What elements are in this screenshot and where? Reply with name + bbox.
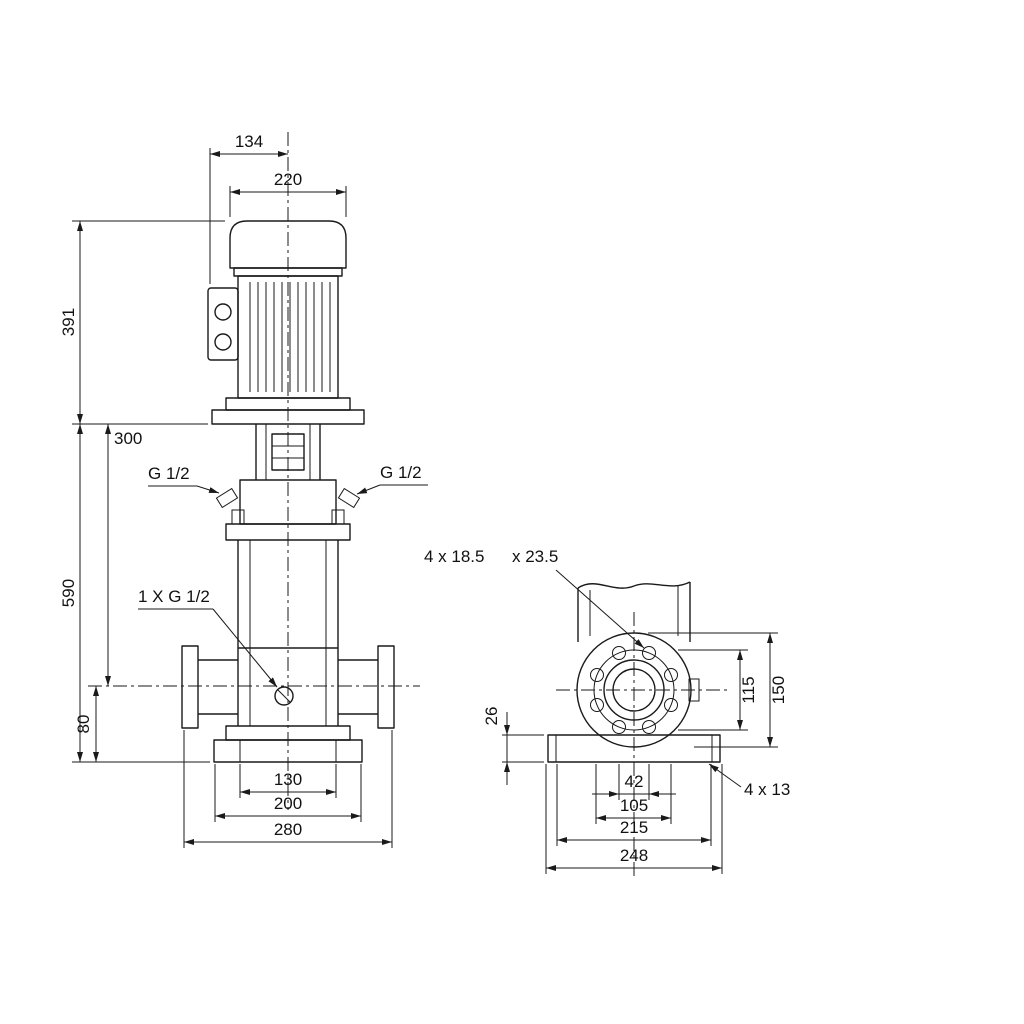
- dim-80-label: 80: [74, 715, 93, 734]
- chamber-stack: [237, 540, 339, 726]
- dim-391-label: 391: [59, 308, 78, 336]
- flange-holes-label-2: x 23.5: [512, 547, 558, 566]
- dim-134-label: 134: [235, 132, 263, 151]
- base-holes-label: 4 x 13: [744, 780, 790, 799]
- side-view: 4 x 18.5 x 23.5 26 115 150 42 105 215 24…: [424, 547, 790, 880]
- coupling-lantern: [255, 424, 321, 480]
- flange-right: [377, 645, 395, 729]
- dim-248-label: 248: [620, 846, 648, 865]
- cable-entry-lower: [214, 333, 232, 351]
- staybolt-nut-left: [231, 509, 245, 525]
- dim-42-label: 42: [625, 772, 644, 791]
- dim-130-label: 130: [274, 770, 302, 789]
- break-line: [577, 581, 691, 589]
- pump-head-flange: [225, 523, 351, 541]
- flange-outer-circle: [576, 632, 692, 748]
- dim-590-label: 590: [59, 579, 78, 607]
- centerlines-front: [88, 132, 420, 810]
- leader-base-holes: [708, 763, 742, 788]
- dim-150-label: 150: [769, 676, 788, 704]
- pump-base: [213, 725, 363, 763]
- raised-face-circle: [603, 659, 665, 721]
- vent-plug-right: [337, 487, 361, 509]
- leader-port-left: [196, 485, 220, 494]
- flange-left: [181, 645, 199, 729]
- leader-flange-holes: [555, 569, 645, 649]
- front-view: 134 220 391 300 590 80 130 200 280 G 1/2…: [59, 132, 428, 848]
- port-right-label: G 1/2: [380, 463, 422, 482]
- terminal-box: [207, 287, 239, 361]
- vent-plug-left: [215, 487, 239, 509]
- motor-stool-plate: [211, 409, 365, 425]
- bolt-circle: [593, 649, 675, 731]
- flange-face: [576, 632, 700, 748]
- motor: [207, 220, 365, 425]
- port-left-label: G 1/2: [148, 464, 190, 483]
- staybolt-nut-right: [331, 509, 345, 525]
- suction-discharge-flanges: [181, 645, 395, 729]
- shaft-coupling: [271, 433, 305, 471]
- gauge-tap: [688, 678, 700, 702]
- dim-215-label: 215: [620, 818, 648, 837]
- leader-drain-port: [212, 608, 278, 688]
- motor-fan-cover: [229, 220, 347, 269]
- drain-port-label: 1 X G 1/2: [138, 587, 210, 606]
- flange-bolt-holes: [590, 646, 678, 734]
- pump-body-side: [577, 581, 691, 642]
- dim-220-label: 220: [274, 170, 302, 189]
- base-plate-front: [213, 739, 363, 763]
- dim-280-label: 280: [274, 820, 302, 839]
- cable-entry-upper: [214, 303, 232, 321]
- leader-port-right: [356, 484, 381, 495]
- dimensions-side: 4 x 18.5 x 23.5 26 115 150 42 105 215 24…: [424, 547, 790, 874]
- bore-circle: [612, 668, 656, 712]
- drain-plug: [274, 686, 294, 706]
- dim-300-label: 300: [114, 429, 142, 448]
- flange-holes-label-1: 4 x 18.5: [424, 547, 485, 566]
- dim-105-label: 105: [620, 796, 648, 815]
- dimensions-front: 134 220 391 300 590 80 130 200 280 G 1/2…: [59, 132, 428, 848]
- dim-115-label: 115: [739, 676, 758, 703]
- dim-200-label: 200: [274, 794, 302, 813]
- motor-cooling-fins: [249, 282, 331, 392]
- pump-head: [215, 479, 361, 541]
- base-plate-side: [547, 734, 721, 763]
- base-plate: [547, 734, 721, 763]
- dim-26-label: 26: [482, 707, 501, 726]
